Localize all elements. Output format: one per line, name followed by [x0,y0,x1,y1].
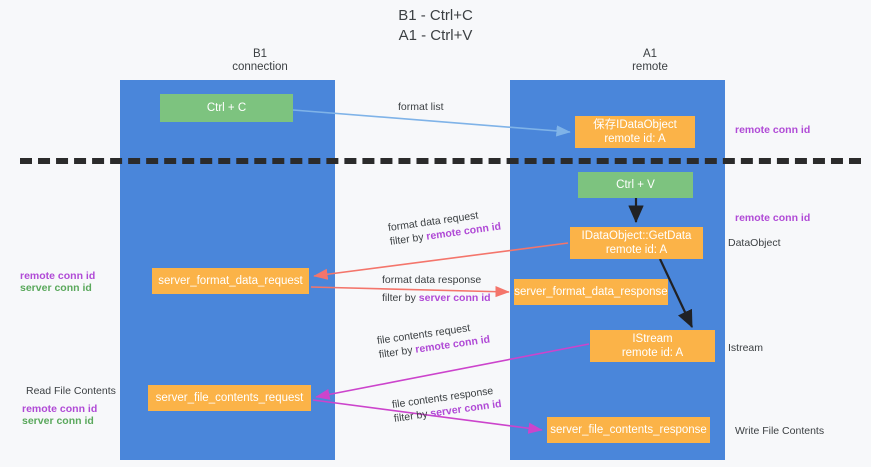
filter-by-prefix: filter by [389,230,428,248]
node-ctrl-v-label: Ctrl + V [616,179,655,191]
node-idataobject-getdata[interactable]: IDataObject::GetData remote id: A [570,227,703,259]
node-istream-line1: IStream [632,333,673,345]
node-server-file-contents-response-label: server_file_contents_response [550,424,707,436]
page-title: B1 - Ctrl+C A1 - Ctrl+V [0,6,871,46]
annotation-left-remote-conn-id: remote conn id [20,270,96,282]
annotation-left-read-file-contents: Read File Contents [26,385,116,397]
column-header-a1: A1 remote [540,48,760,74]
node-istream-line2: remote id: A [621,347,684,359]
node-server-format-data-request[interactable]: server_format_data_request [152,268,309,294]
node-server-file-contents-request-label: server_file_contents_request [155,392,304,404]
annotation-right-istream: Istream [728,342,764,354]
node-server-format-data-request-label: server_format_data_request [158,275,303,287]
node-server-file-contents-response[interactable]: server_file_contents_response [547,417,710,443]
node-idataobject-line1: 保存IDataObject [593,119,677,131]
filter-by-prefix: filter by [382,292,419,304]
column-header-b1: B1 connection [150,48,370,74]
phase-separator-dashed-line [20,158,861,164]
filter-by-prefix: filter by [393,407,432,425]
node-server-format-data-response-label: server_format_data_response [514,286,668,298]
column-header-b1-role: connection [232,61,288,73]
annotation-right-dataobject: DataObject [728,237,781,249]
filter-by-prefix: filter by [378,343,417,361]
edge-label-format-data-response-line2: filter by server conn id [382,291,491,305]
column-header-b1-name: B1 [252,48,268,60]
node-getdata-line2: remote id: A [605,244,668,256]
annotation-right-write-file-contents: Write File Contents [735,425,825,437]
node-server-file-contents-request[interactable]: server_file_contents_request [148,385,311,411]
annotation-right-remote-conn-id-mid: remote conn id [735,212,811,224]
edge-label-format-data-response: format data response filter by server co… [382,273,491,305]
node-idataobject-line2: remote id: A [604,133,666,145]
node-idataobject[interactable]: 保存IDataObject remote id: A [575,116,695,148]
edge-label-format-data-request: format data request filter by remote con… [387,206,502,249]
edge-label-format-data-response-line1: format data response [382,274,482,286]
edge-label-format-list: format list [398,100,444,114]
column-header-a1-role: remote [632,61,668,73]
node-ctrl-c-label: Ctrl + C [206,102,247,114]
node-istream[interactable]: IStream remote id: A [590,330,715,362]
annotation-left-remote-conn-id-2: remote conn id [22,403,98,415]
annotation-left-server-conn-id: server conn id [20,282,92,294]
node-ctrl-c[interactable]: Ctrl + C [160,94,293,122]
edge-label-file-contents-response: file contents response filter by server … [391,383,502,426]
page-title-line2: A1 - Ctrl+V [398,27,473,44]
annotation-left-server-conn-id-2: server conn id [22,415,94,427]
edge-label-file-contents-request: file contents request filter by remote c… [376,319,491,362]
annotation-right-remote-conn-id-top: remote conn id [735,124,811,136]
page-title-line1: B1 - Ctrl+C [398,7,473,24]
column-header-a1-name: A1 [642,48,658,60]
node-ctrl-v[interactable]: Ctrl + V [578,172,693,198]
edge-label-format-list-text: format list [398,101,444,113]
filter-by-server-conn-id: server conn id [418,292,491,304]
node-server-format-data-response[interactable]: server_format_data_response [514,279,668,305]
node-getdata-line1: IDataObject::GetData [581,230,692,242]
